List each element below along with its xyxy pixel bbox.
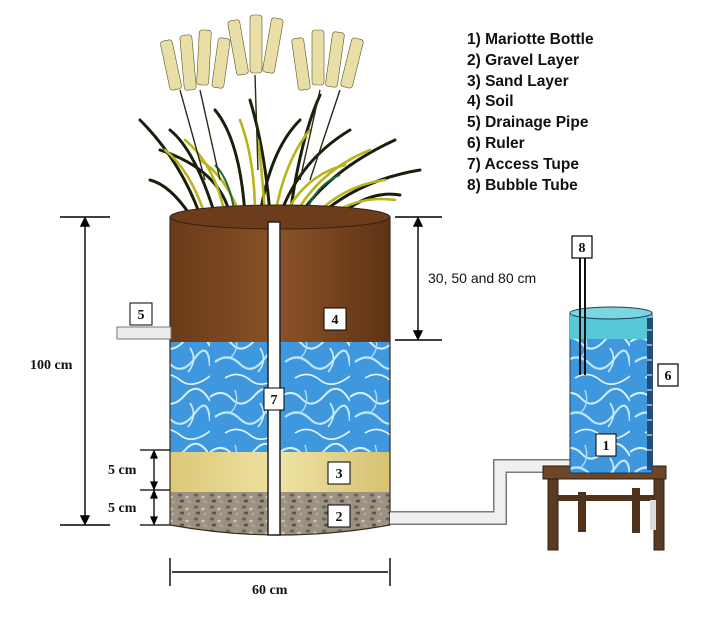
marker-drain: 5: [129, 302, 153, 326]
marker-drain-text: 5: [138, 308, 145, 323]
legend-item: 5) Drainage Pipe: [467, 114, 589, 132]
legend-item: 3) Sand Layer: [467, 72, 569, 90]
marker-bottle-text: 1: [603, 439, 610, 454]
legend: 1) Mariotte Bottle 2) Gravel Layer 3) Sa…: [467, 30, 594, 196]
marker-ruler: 6: [657, 363, 679, 387]
bottle-stand: [542, 465, 667, 551]
marker-ruler-text: 6: [665, 369, 672, 384]
dim-gravel-label: 5 cm: [108, 501, 137, 516]
ruler: [647, 318, 653, 470]
marker-access: 7: [263, 387, 285, 411]
legend-item: 1) Mariotte Bottle: [467, 31, 594, 48]
legend-item: 7) Access Tupe: [467, 155, 579, 173]
marker-gravel: 2: [327, 504, 351, 528]
legend-item: 2) Gravel Layer: [467, 51, 580, 69]
marker-sand-text: 3: [336, 467, 343, 482]
legend-item: 6) Ruler: [467, 134, 525, 152]
dim-diameter: [169, 558, 391, 586]
marker-bubble: 8: [571, 235, 593, 259]
marker-bottle: 1: [595, 433, 617, 457]
marker-gravel-text: 2: [336, 510, 343, 525]
dim-sand-label: 5 cm: [108, 463, 137, 478]
connection-pipe: [390, 459, 575, 525]
marker-access-text: 7: [271, 393, 278, 408]
dim-soil-depth: [395, 216, 442, 341]
ruler-ticks: [647, 329, 652, 451]
lysimeter-column: [116, 204, 391, 536]
marker-sand: 3: [327, 461, 351, 485]
legend-item: 8) Bubble Tube: [467, 176, 578, 194]
marker-soil-text: 4: [332, 313, 339, 328]
dim-sand-gravel: [140, 449, 170, 526]
legend-item: 4) Soil: [467, 93, 514, 111]
dim-soil-depth-label: 30, 50 and 80 cm: [428, 270, 536, 286]
grass-plants: [138, 14, 422, 217]
dim-total-height: [60, 216, 110, 526]
dim-total-height-label: 100 cm: [30, 358, 73, 373]
marker-bubble-text: 8: [579, 241, 586, 256]
drainage-pipe: [116, 326, 172, 340]
access-tube: [267, 221, 281, 536]
dim-diameter-label: 60 cm: [252, 583, 288, 598]
marker-soil: 4: [323, 307, 347, 331]
